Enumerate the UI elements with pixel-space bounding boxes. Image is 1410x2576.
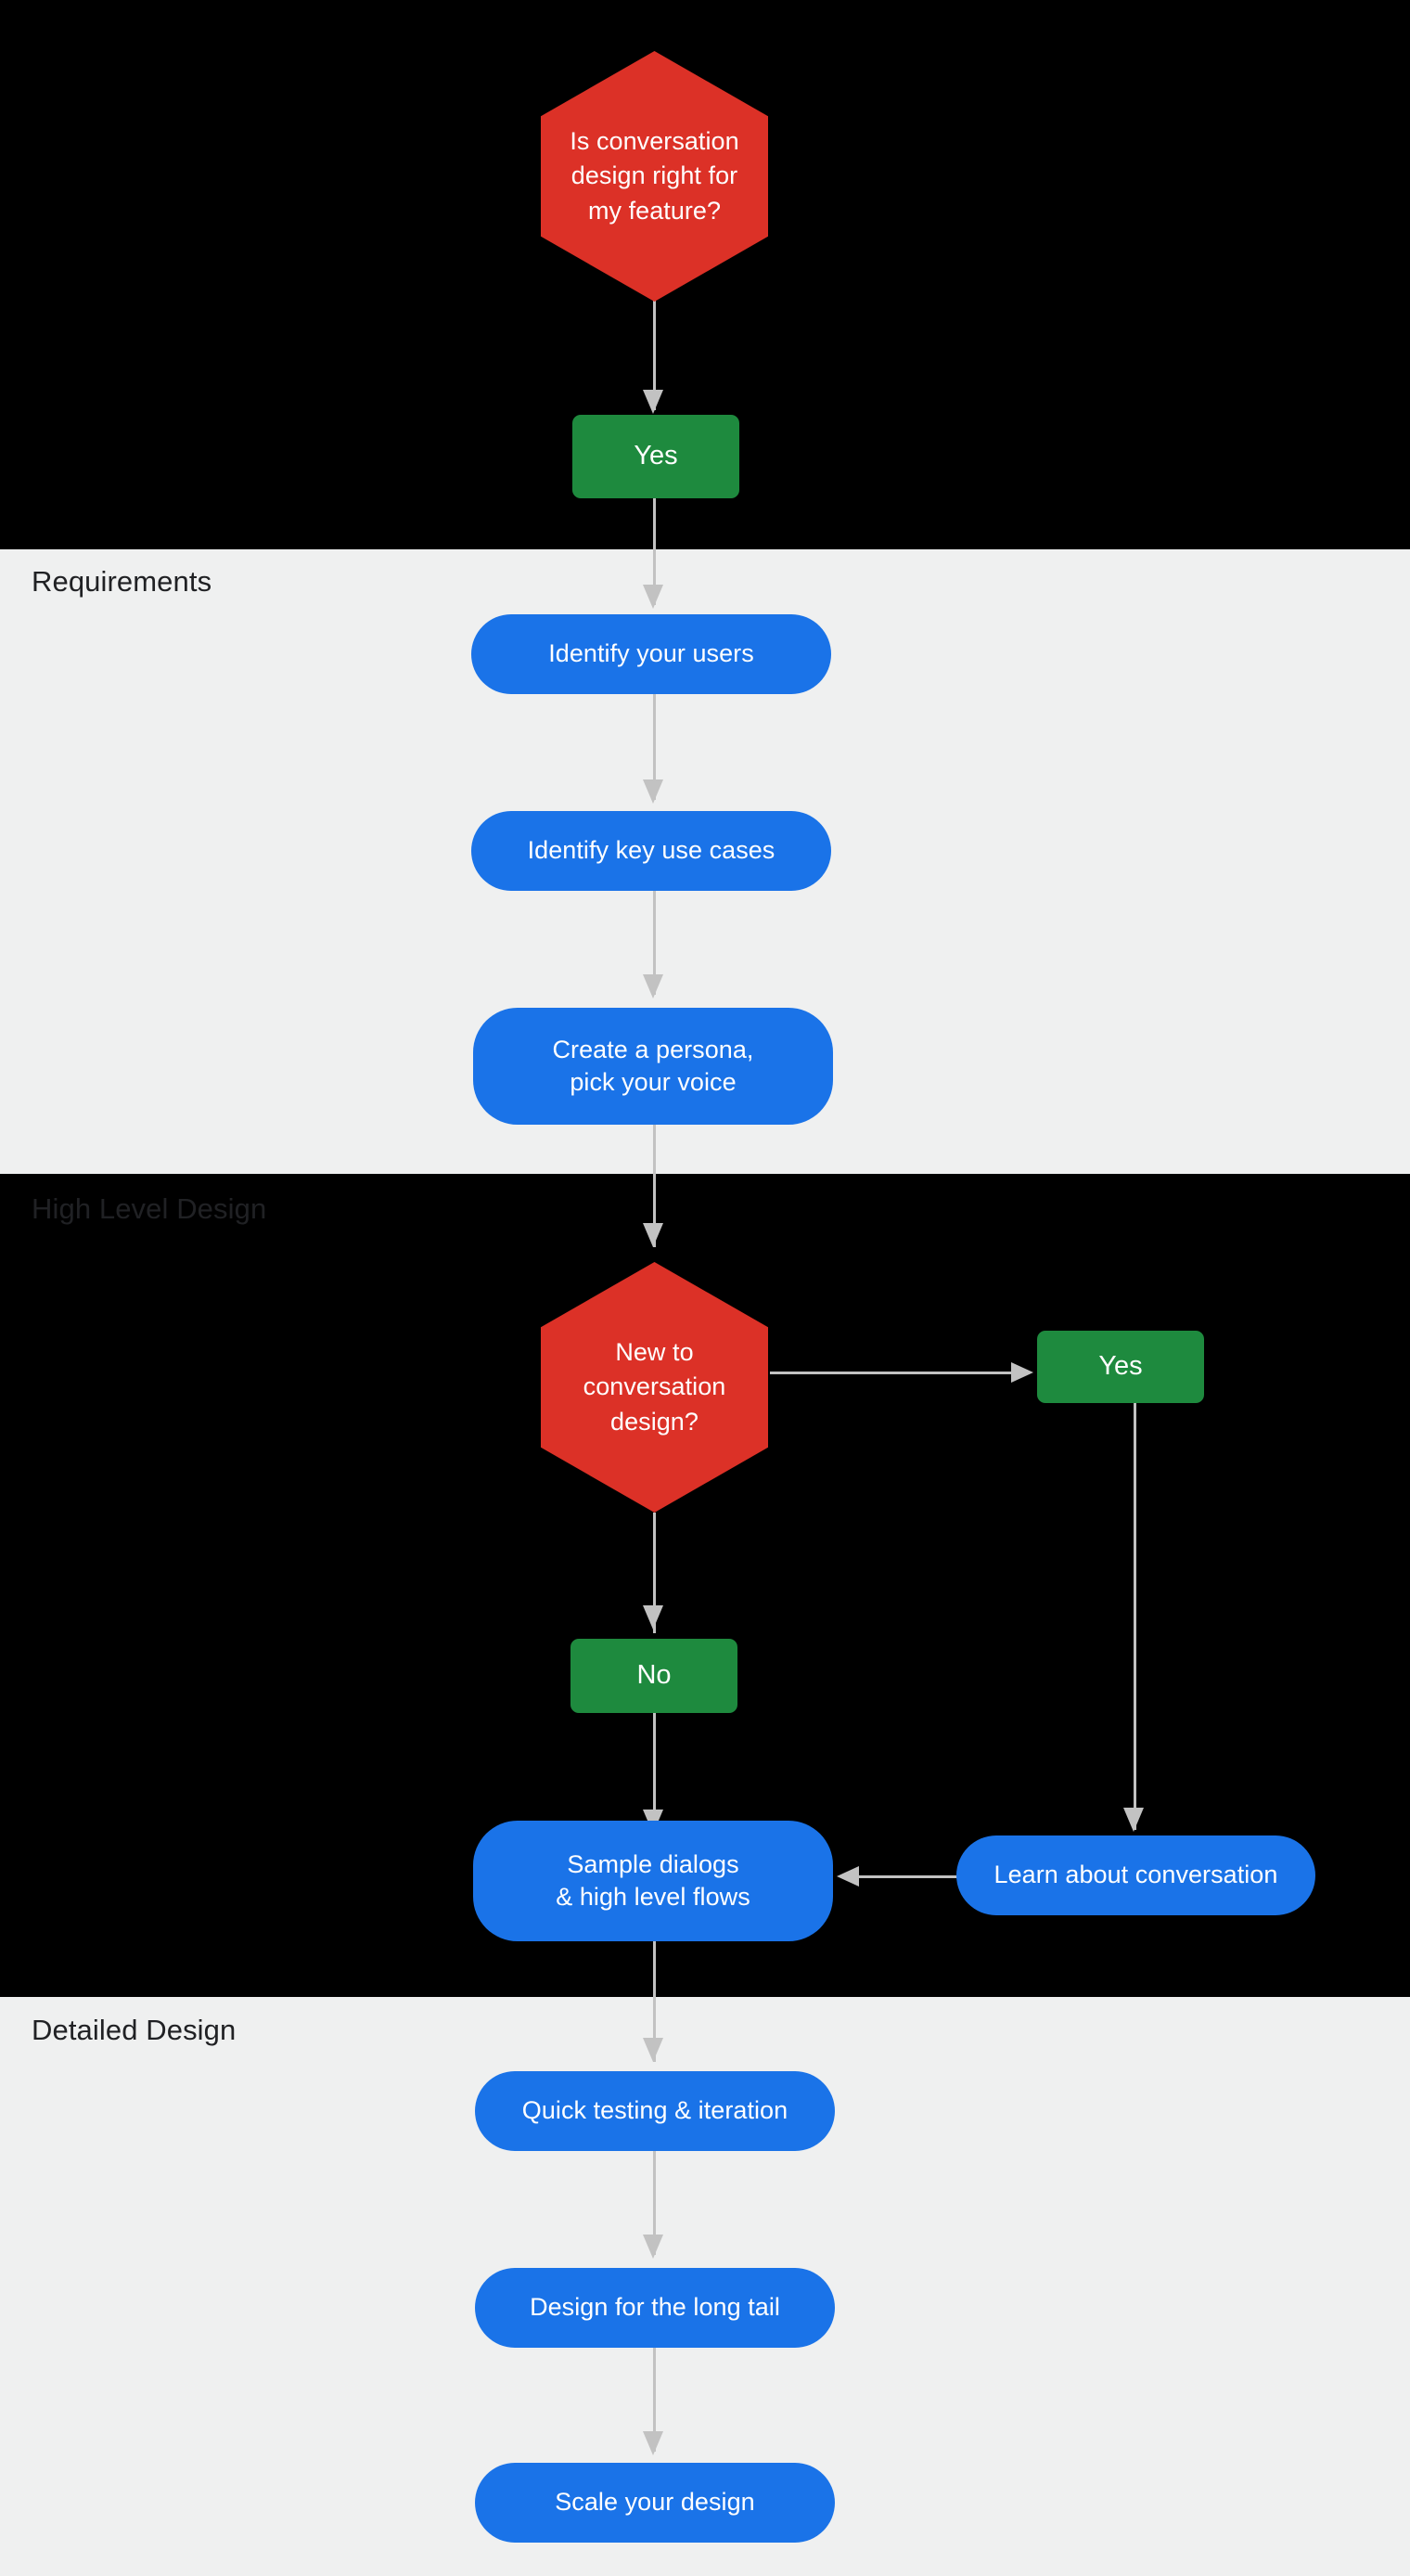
arrowhead-usecases-to-persona (643, 974, 663, 998)
connector-long-tail-to-scale (653, 2348, 656, 2452)
create-persona-line-2: pick your voice (570, 1068, 737, 1096)
band-label-high-level-design: High Level Design (32, 1192, 267, 1225)
connector-hex1-to-yes (653, 299, 656, 410)
decision-line-3: my feature? (587, 196, 722, 225)
arrowhead-learn-to-sample-dialogs (837, 1866, 859, 1887)
arrowhead-hex2-to-yes-branch (1011, 1362, 1033, 1383)
decision-is-conversation-design-right[interactable]: Is conversation design right for my feat… (541, 51, 768, 302)
decision-line-2: design right for (570, 161, 738, 190)
band-label-requirements: Requirements (32, 565, 212, 598)
create-persona-line-1: Create a persona, (552, 1035, 754, 1063)
connector-yes-branch-to-learn (1134, 1403, 1136, 1830)
decision-label: Is conversation design right for my feat… (541, 51, 768, 302)
connector-no-to-sample-dialogs (653, 1713, 656, 1835)
decision-label: New to conversation design? (541, 1262, 768, 1513)
node-scale-your-design[interactable]: Scale your design (475, 2463, 835, 2543)
arrowhead-yes-to-identify-users (643, 585, 663, 609)
arrowhead-quick-testing-to-long-tail (643, 2235, 663, 2259)
sample-dialogs-line-2: & high level flows (556, 1883, 750, 1911)
decision-new-to-conversation-design[interactable]: New to conversation design? (541, 1262, 768, 1513)
node-identify-key-use-cases[interactable]: Identify key use cases (471, 811, 831, 891)
arrowhead-yes-branch-to-learn (1123, 1808, 1144, 1832)
decision2-line-2: conversation (583, 1372, 726, 1401)
decision2-line-1: New to (615, 1338, 694, 1367)
node-yes-top[interactable]: Yes (572, 415, 739, 498)
node-yes-branch[interactable]: Yes (1037, 1331, 1204, 1403)
arrowhead-sample-dialogs-to-quick-testing (643, 2038, 663, 2062)
arrowhead-persona-to-hex2 (643, 1223, 663, 1247)
connector-quick-testing-to-long-tail (653, 2151, 656, 2255)
connector-users-to-usecases (653, 694, 656, 800)
connector-usecases-to-persona (653, 891, 656, 995)
node-create-persona-pick-voice[interactable]: Create a persona, pick your voice (473, 1008, 833, 1125)
node-learn-about-conversation[interactable]: Learn about conversation (956, 1835, 1315, 1915)
arrowhead-users-to-usecases (643, 779, 663, 804)
connector-learn-to-sample-dialogs (858, 1875, 960, 1878)
arrowhead-hex1-to-yes (643, 390, 663, 414)
decision2-line-3: design? (610, 1407, 699, 1436)
connector-sample-dialogs-to-quick-testing (653, 1941, 656, 2062)
connector-hex2-to-yes-branch (770, 1372, 1030, 1374)
node-design-for-long-tail[interactable]: Design for the long tail (475, 2268, 835, 2348)
arrowhead-long-tail-to-scale (643, 2431, 663, 2455)
connector-yes-to-identify-users (653, 498, 656, 605)
connector-hex2-to-no (653, 1513, 656, 1633)
connector-persona-to-hex2 (653, 1125, 656, 1247)
arrowhead-hex2-to-no (643, 1605, 663, 1629)
node-no-branch[interactable]: No (570, 1639, 737, 1713)
node-quick-testing-iteration[interactable]: Quick testing & iteration (475, 2071, 835, 2151)
sample-dialogs-line-1: Sample dialogs (567, 1849, 739, 1878)
decision-line-1: Is conversation (570, 127, 739, 156)
band-label-detailed-design: Detailed Design (32, 2014, 237, 2046)
node-sample-dialogs-high-level-flows[interactable]: Sample dialogs & high level flows (473, 1821, 833, 1941)
node-identify-your-users[interactable]: Identify your users (471, 614, 831, 694)
